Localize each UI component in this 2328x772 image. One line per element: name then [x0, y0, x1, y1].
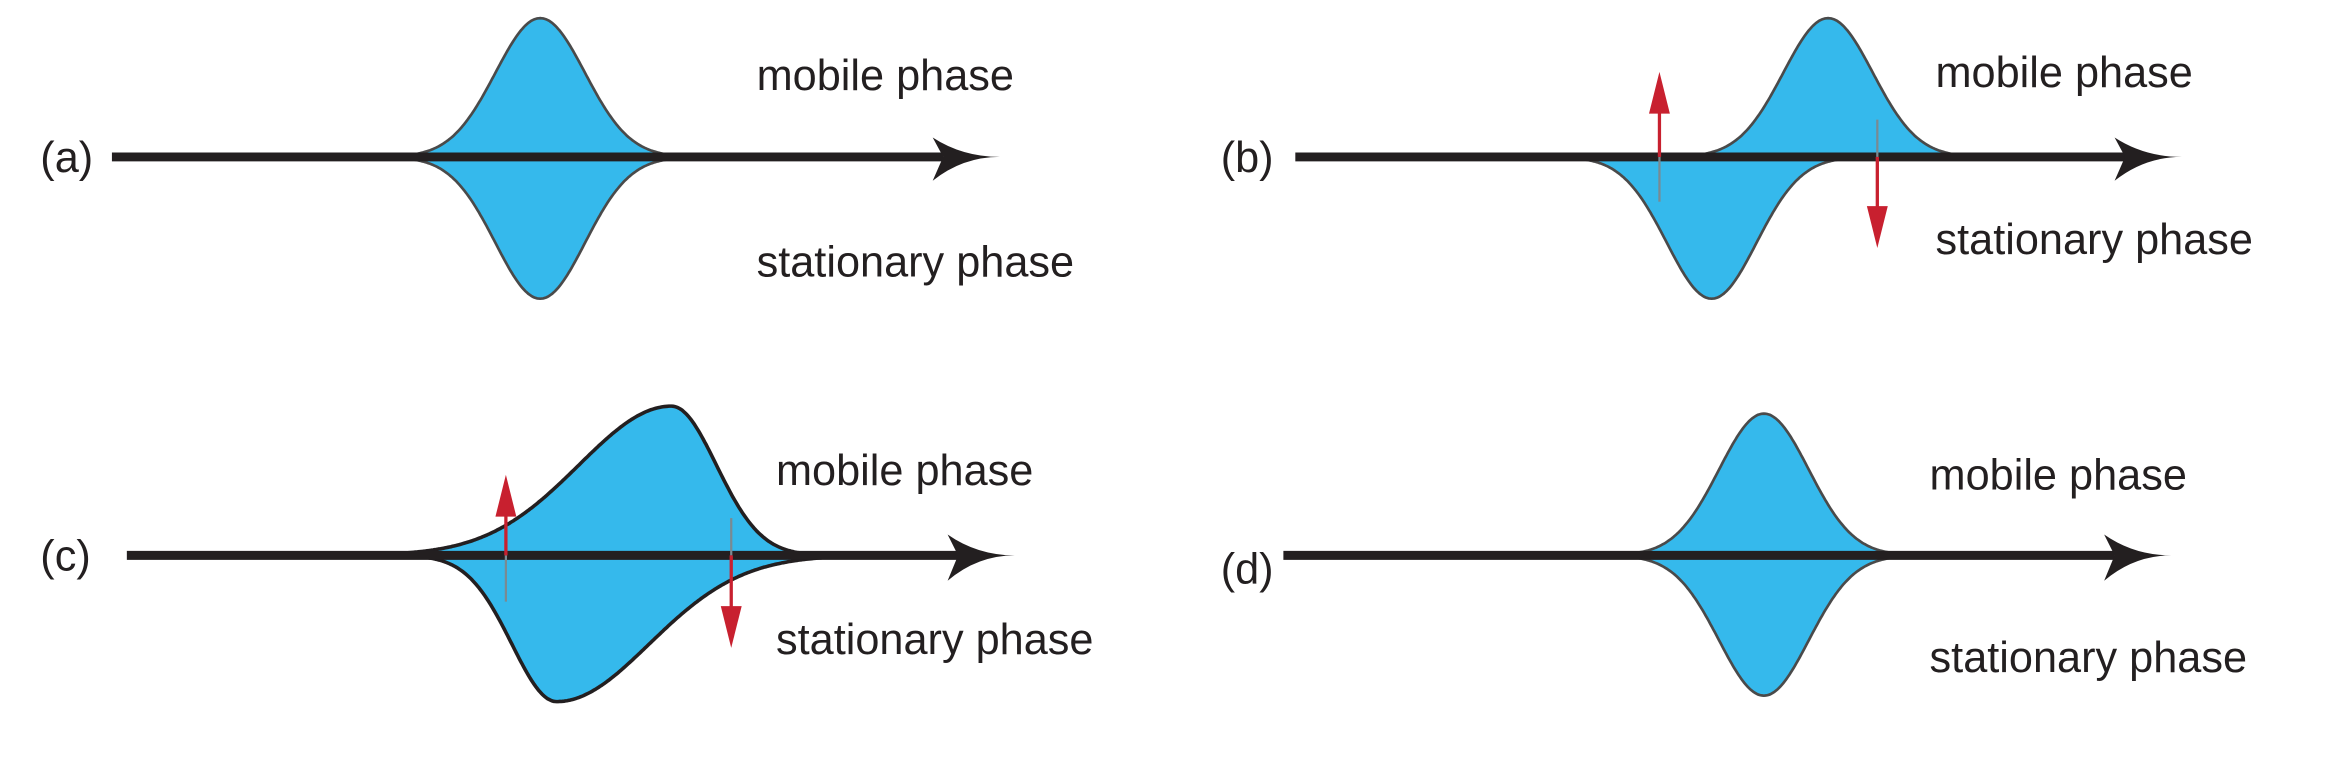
arrowhead-icon	[2104, 534, 2172, 581]
panel-b: (b) mobile phase stationary phase	[1221, 16, 2253, 301]
mobile-phase-label: mobile phase	[757, 52, 1014, 100]
arrowhead-icon	[2114, 137, 2182, 181]
panel-c: (c) mobile phase stationary phase	[40, 404, 1093, 704]
arrowhead-icon	[947, 534, 1015, 581]
stationary-phase-peak	[1559, 156, 1864, 301]
mobile-phase-label: mobile phase	[1936, 49, 2193, 97]
mobile-phase-peak	[1675, 16, 1981, 158]
stationary-phase-label: stationary phase	[1936, 216, 2253, 264]
panel-d: (d) mobile phase stationary phase	[1221, 412, 2247, 698]
down-arrow-icon	[720, 606, 742, 648]
mobile-phase-peak	[1611, 412, 1917, 557]
mobile-phase-label: mobile phase	[776, 447, 1033, 495]
panel-label: (d)	[1221, 546, 1274, 594]
arrowhead-icon	[932, 137, 1000, 181]
panel-label: (c)	[40, 532, 90, 580]
stationary-phase-label: stationary phase	[776, 616, 1093, 664]
stationary-phase-peak	[1611, 554, 1917, 698]
mobile-phase-peak	[356, 404, 823, 557]
mobile-phase-label: mobile phase	[1930, 452, 2187, 500]
stationary-phase-peak	[404, 554, 871, 704]
up-arrow-icon	[495, 474, 517, 517]
stationary-phase-peak	[388, 156, 693, 301]
stationary-phase-label: stationary phase	[757, 238, 1074, 286]
down-arrow-icon	[1866, 206, 1888, 248]
mobile-phase-peak	[388, 16, 693, 158]
panel-label: (b)	[1221, 134, 1274, 182]
stationary-phase-label: stationary phase	[1930, 634, 2247, 682]
panel-a: (a) mobile phase stationary phase	[40, 16, 1074, 301]
panel-label: (a)	[40, 134, 93, 182]
up-arrow-icon	[1649, 71, 1670, 114]
